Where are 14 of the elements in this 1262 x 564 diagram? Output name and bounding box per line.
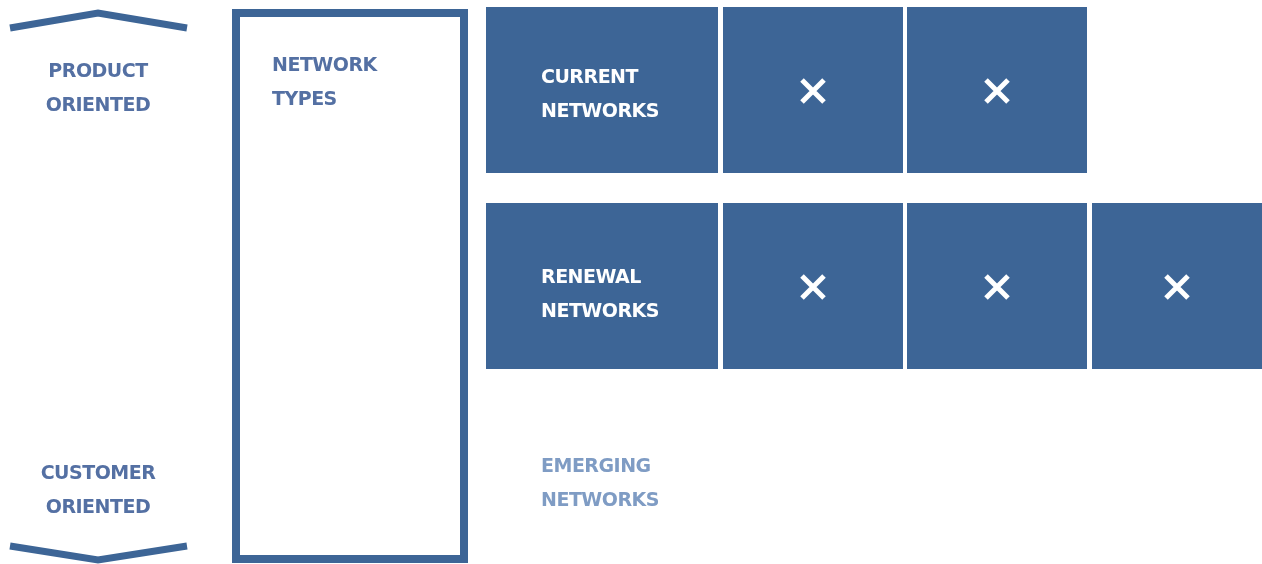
- empty-tile: [1092, 203, 1262, 369]
- axis-end-label: PRODUCT ORIENTED: [44, 58, 152, 117]
- category-label: NETWORK TYPES: [272, 52, 379, 111]
- category-label: RENEWAL NETWORKS: [541, 264, 660, 323]
- category-tile: [486, 7, 718, 173]
- empty-tile: [907, 7, 1087, 173]
- category-column: [232, 9, 468, 563]
- category-label: CURRENT NETWORKS: [541, 64, 660, 123]
- empty-tile: [723, 7, 903, 173]
- faded-row-label: EMERGING NETWORKS: [541, 453, 660, 512]
- category-tile: [486, 203, 718, 369]
- axis-end-label: CUSTOMER ORIENTED: [39, 460, 157, 519]
- empty-tile: [907, 203, 1087, 369]
- empty-tile: [723, 203, 903, 369]
